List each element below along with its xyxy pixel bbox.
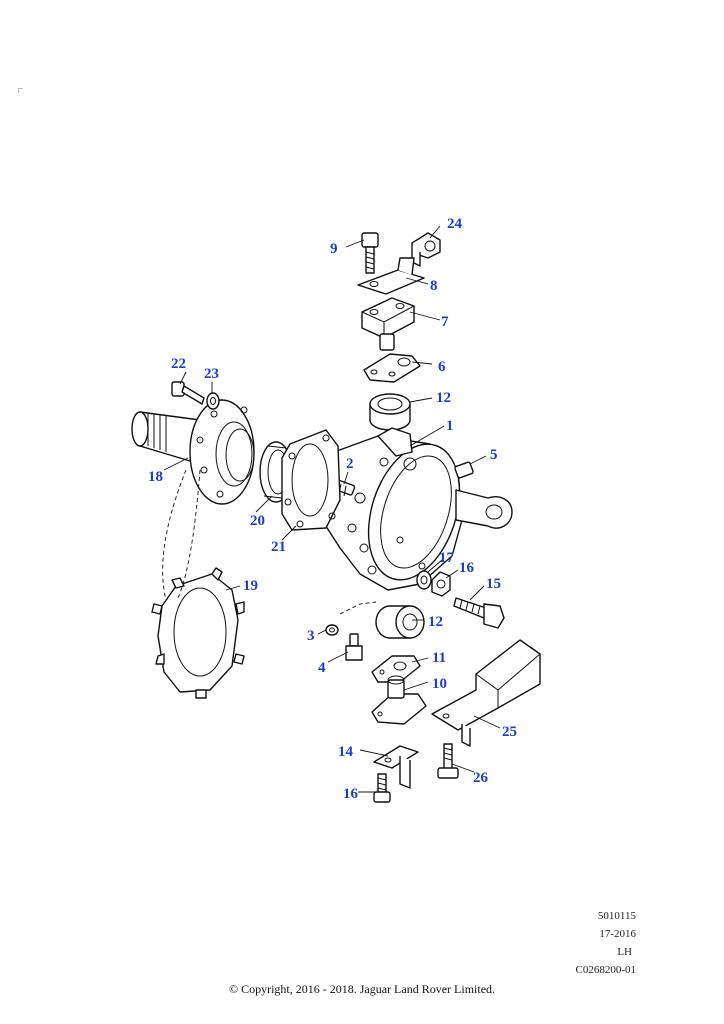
part-18-stub-axle: [131, 399, 255, 505]
copyright-notice: © Copyright, 2016 - 2018. Jaguar Land Ro…: [228, 982, 496, 996]
callout-15: 15: [486, 576, 501, 592]
part-6-gasket: [363, 353, 421, 383]
part-3-washer: [325, 624, 339, 636]
callout-1: 1: [446, 418, 454, 434]
callout-4: 4: [318, 660, 326, 676]
callout-11: 11: [432, 650, 446, 666]
part-17-washer: [416, 570, 432, 590]
callout-12-lower: 12: [428, 614, 443, 630]
side-indicator: LH: [617, 946, 632, 958]
part-19-lock-plate: [151, 567, 245, 699]
corner-mark-top-left: [18, 88, 23, 93]
callout-25: 25: [502, 724, 517, 740]
callout-10: 10: [432, 676, 447, 692]
part-12-bearing-lower: [375, 605, 425, 639]
callout-8: 8: [430, 278, 438, 294]
callout-22: 22: [171, 356, 186, 372]
part-11-gasket: [371, 655, 421, 683]
callout-19: 19: [243, 578, 258, 594]
part-7-mount: [361, 297, 415, 351]
callout-21: 21: [271, 539, 286, 555]
part-4-stud: [345, 633, 363, 661]
callout-12-upper: 12: [436, 390, 451, 406]
part-15-bolt: [453, 597, 505, 629]
callout-6: 6: [438, 359, 446, 375]
part-24-clip: [411, 232, 441, 267]
part-16-nut-upper: [431, 571, 451, 597]
revision-code: 17-2016: [599, 928, 636, 940]
callout-7: 7: [441, 314, 449, 330]
leader-lines: [163, 225, 501, 793]
callout-18: 18: [148, 469, 163, 485]
callout-3: 3: [307, 628, 315, 644]
part-25-bracket-arm: [431, 639, 541, 747]
callout-17: 17: [439, 550, 455, 566]
callout-20: 20: [250, 513, 265, 529]
part-9-bolt: [361, 232, 379, 274]
callout-23: 23: [204, 366, 219, 382]
part-23-washer: [206, 392, 220, 410]
part-5-plug: [454, 461, 474, 479]
assembly-link-3: [339, 601, 377, 615]
part-21-gasket: [281, 429, 341, 531]
part-16-bolt-lower: [373, 773, 391, 803]
callout-2: 2: [346, 456, 354, 472]
part-14-small-bracket: [373, 745, 419, 789]
part-8-bracket: [357, 257, 425, 295]
callout-14: 14: [338, 744, 354, 760]
part-12-bearing-upper: [369, 393, 411, 431]
part-26-bolt: [437, 743, 459, 779]
callout-9: 9: [330, 241, 338, 257]
callout-16-lower: 16: [343, 786, 359, 802]
part-22-bolt: [171, 381, 205, 405]
callout-16-upper: 16: [459, 560, 475, 576]
part-10-lower-mount: [371, 675, 427, 725]
part-reference: C0268200-01: [575, 964, 637, 976]
assembly-link-18-19: [162, 469, 201, 601]
illustration-number: 5010115: [597, 910, 636, 922]
callout-5: 5: [490, 447, 498, 463]
callout-26: 26: [473, 770, 489, 786]
callout-24: 24: [447, 216, 463, 232]
